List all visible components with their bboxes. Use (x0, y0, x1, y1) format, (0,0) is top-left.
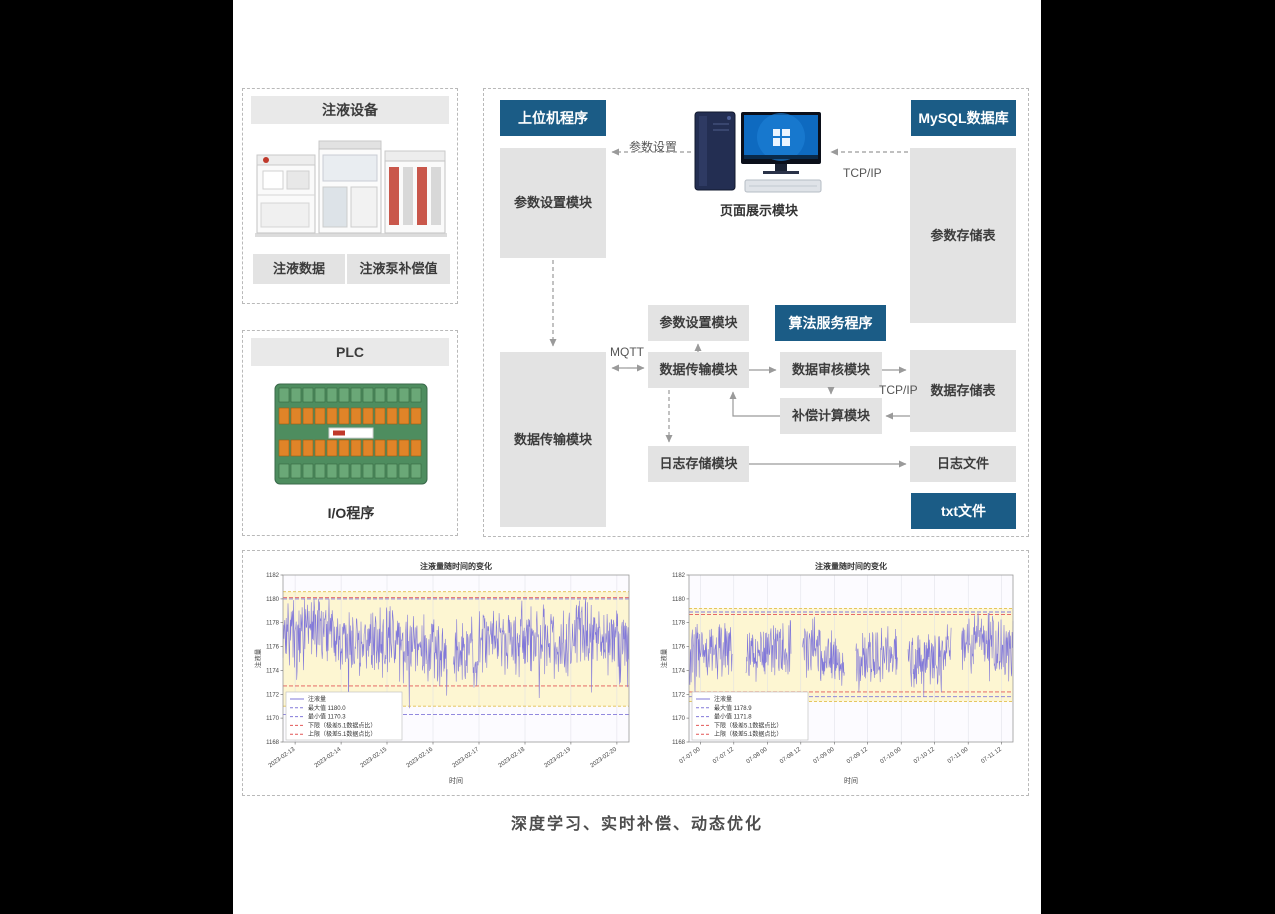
equipment-panel-title: 注液设备 (251, 96, 449, 124)
tcp-ip-mid-label: TCP/IP (879, 383, 918, 397)
equipment-panel: 注液设备 (242, 88, 458, 304)
equipment-photo (251, 131, 451, 247)
svg-text:07-07 00: 07-07 00 (679, 746, 702, 765)
page-display-module-label: 页面展示模块 (719, 203, 798, 218)
figure-content: 注液设备 (233, 0, 1041, 914)
svg-text:注液量: 注液量 (253, 648, 262, 668)
equipment-photo-svg (255, 140, 447, 237)
svg-text:07-09 00: 07-09 00 (813, 746, 836, 765)
svg-text:07-11 12: 07-11 12 (980, 746, 1003, 765)
svg-text:最小值 1170.3: 最小值 1170.3 (308, 713, 346, 721)
plc-panel-title: PLC (251, 338, 449, 366)
svg-text:2023-02-17: 2023-02-17 (452, 746, 481, 769)
mqtt-label: MQTT (610, 345, 644, 359)
svg-text:07-09 12: 07-09 12 (846, 746, 869, 765)
svg-text:1174: 1174 (672, 668, 686, 674)
svg-text:1174: 1174 (266, 668, 280, 674)
svg-text:2023-02-19: 2023-02-19 (543, 746, 572, 769)
svg-text:1180: 1180 (672, 597, 686, 603)
data-audit-module: 数据审核模块 (780, 352, 882, 388)
plc-panel: PLC (242, 330, 458, 536)
svg-text:07-07 12: 07-07 12 (712, 746, 735, 765)
svg-text:1182: 1182 (672, 573, 686, 579)
param-storage-table: 参数存储表 (910, 148, 1016, 323)
svg-text:2023-02-13: 2023-02-13 (268, 746, 297, 769)
log-file-box: 日志文件 (910, 446, 1016, 482)
svg-text:07-08 00: 07-08 00 (746, 746, 769, 765)
chart-svg: 1168 1170 1172 1174 1176 1178 1180 1182 07-07 00… (659, 561, 1014, 785)
svg-text:上限（极差5.1数据点比）: 上限（极差5.1数据点比） (308, 730, 376, 738)
svg-text:1176: 1176 (672, 645, 686, 651)
svg-text:1168: 1168 (266, 740, 280, 746)
svg-text:最大值 1178.9: 最大值 1178.9 (714, 704, 752, 712)
svg-text:下限（极差5.1数据点比）: 下限（极差5.1数据点比） (308, 721, 376, 729)
chart-svg: 1168 1170 1172 1174 1176 1178 1180 1182 2023-02-… (253, 561, 630, 785)
log-storage-module: 日志存储模块 (648, 446, 749, 482)
data-transfer-module-mid: 数据传输模块 (648, 352, 749, 388)
svg-text:07-10 12: 07-10 12 (913, 746, 936, 765)
svg-text:下限（极差5.1数据点比）: 下限（极差5.1数据点比） (714, 721, 782, 729)
footer-caption: 深度学习、实时补偿、动态优化 (510, 816, 763, 833)
mysql-db-header: MySQL数据库 (911, 100, 1016, 136)
computer-image (693, 108, 825, 196)
chart-right: 1168 1170 1172 1174 1176 1178 1180 1182 07-07 00… (659, 560, 1021, 786)
compensation-calc-module: 补偿计算模块 (780, 398, 882, 434)
injection-data-label: 注液数据 (253, 254, 345, 284)
io-program-caption: I/O程序 (327, 505, 375, 521)
pump-compensation-label: 注液泵补偿值 (347, 254, 450, 284)
svg-text:2023-02-14: 2023-02-14 (314, 746, 343, 769)
svg-text:1168: 1168 (672, 740, 686, 746)
plc-photo (271, 375, 431, 493)
chart-left: 1168 1170 1172 1174 1176 1178 1180 1182 2023-02-… (253, 560, 637, 786)
svg-text:1170: 1170 (266, 716, 280, 722)
svg-text:上限（极差5.1数据点比）: 上限（极差5.1数据点比） (714, 730, 782, 738)
svg-text:1172: 1172 (672, 692, 686, 698)
svg-text:1182: 1182 (266, 573, 280, 579)
svg-text:1170: 1170 (672, 716, 686, 722)
svg-text:时间: 时间 (844, 776, 858, 785)
svg-text:2023-02-15: 2023-02-15 (360, 746, 389, 769)
svg-text:07-10 00: 07-10 00 (880, 746, 903, 765)
svg-text:注液量随时间的变化: 注液量随时间的变化 (420, 561, 492, 571)
svg-text:注液量: 注液量 (308, 695, 326, 703)
svg-text:时间: 时间 (449, 776, 463, 785)
param-setting-arrow-label: 参数设置 (629, 140, 678, 154)
param-setting-module-mid: 参数设置模块 (648, 305, 749, 341)
svg-text:1176: 1176 (266, 645, 280, 651)
svg-text:1180: 1180 (266, 597, 280, 603)
algorithm-service-header: 算法服务程序 (775, 305, 886, 341)
svg-text:最小值 1171.8: 最小值 1171.8 (714, 713, 752, 721)
svg-text:2023-02-20: 2023-02-20 (589, 746, 618, 769)
svg-text:1172: 1172 (266, 692, 280, 698)
svg-text:1178: 1178 (266, 621, 280, 627)
svg-text:07-11 00: 07-11 00 (947, 746, 970, 765)
svg-text:注液量: 注液量 (714, 695, 732, 703)
svg-text:注液量随时间的变化: 注液量随时间的变化 (815, 561, 887, 571)
svg-text:最大值 1180.0: 最大值 1180.0 (308, 704, 346, 712)
svg-text:注液量: 注液量 (659, 648, 668, 668)
txt-file-header: txt文件 (911, 493, 1016, 529)
tcp-ip-top-label: TCP/IP (843, 166, 882, 180)
svg-text:2023-02-18: 2023-02-18 (498, 746, 527, 769)
computer-image-svg (694, 111, 822, 193)
plc-photo-svg (274, 383, 428, 485)
svg-text:07-08 12: 07-08 12 (779, 746, 802, 765)
svg-text:2023-02-16: 2023-02-16 (406, 746, 435, 769)
data-transfer-module-left: 数据传输模块 (500, 352, 606, 527)
data-storage-table: 数据存储表 (910, 350, 1016, 432)
param-setting-module-top: 参数设置模块 (500, 148, 606, 258)
host-program-header: 上位机程序 (500, 100, 606, 136)
svg-text:1178: 1178 (672, 621, 686, 627)
